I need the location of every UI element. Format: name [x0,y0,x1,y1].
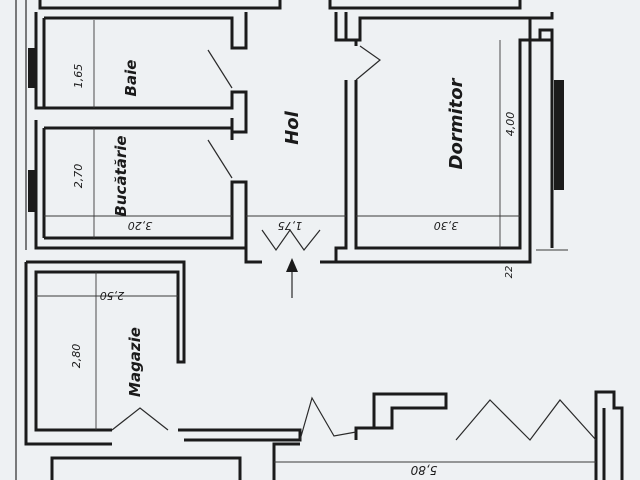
window-dormitor [554,80,564,190]
window-bucatarie [28,170,36,212]
room-label-bucatarie: Bucătărie [112,135,130,216]
room-label-magazie: Magazie [126,327,144,397]
walls [15,0,624,480]
dim-dormitor-height: 4,00 [504,112,517,137]
dim-corner-mark: 22 [504,266,515,279]
room-label-hol: Hol [282,110,303,144]
room-label-dormitor: Dormitor [446,77,467,169]
dim-magazie-width: 2,50 [100,289,125,302]
door-swings [111,45,597,441]
room-label-baie: Baie [122,60,140,97]
dim-hol-width: 1,75 [278,219,303,232]
dim-dormitor-width: 3,30 [434,219,459,232]
dim-baie-height: 1,65 [72,64,85,89]
dim-magazie-height: 2,80 [70,344,83,369]
windows [28,48,564,212]
dimension-lines [36,20,596,463]
entrance-arrow [286,258,298,298]
window-baie [28,48,36,88]
dim-bottom-width: 5,80 [410,463,437,477]
dim-bucatarie-width: 3,20 [128,219,153,232]
dim-bucatarie-height: 2,70 [72,164,85,189]
